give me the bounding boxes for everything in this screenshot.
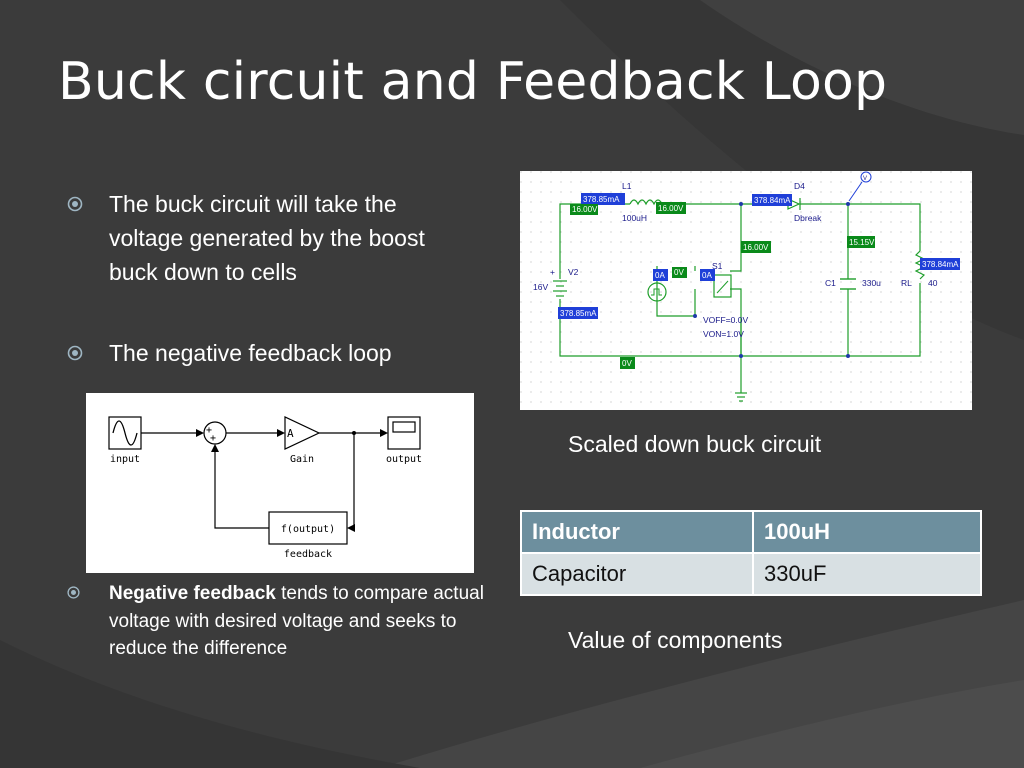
tag-source-current: 0A	[655, 271, 665, 280]
switch-von: VON=1.0V	[703, 329, 744, 339]
bullet-circle-icon	[67, 586, 80, 599]
tag-voltage-node: 16.00V	[743, 243, 769, 252]
bullet-text: The negative feedback loop	[109, 340, 392, 366]
l1-label: L1	[622, 181, 632, 191]
output-label: output	[386, 454, 422, 465]
rl-value: 40	[928, 278, 938, 288]
buck-circuit-schematic: L1 100uH D4 Dbreak V2 16V + S1 VOFF=0.0V…	[520, 171, 972, 410]
tag-voltage-left: 16.00V	[572, 205, 598, 214]
tag-current-rl: 378.84mA	[922, 260, 959, 269]
v2-label: V2	[568, 267, 579, 277]
switch-voff: VOFF=0.0V	[703, 315, 748, 325]
table-cell: 330uF	[752, 552, 982, 596]
tag-voltage-out: 15.15V	[849, 238, 875, 247]
gain-label: Gain	[290, 454, 314, 465]
bullet-circle-icon	[67, 196, 83, 212]
input-label: input	[110, 454, 140, 465]
feedback-label: feedback	[284, 549, 332, 560]
svg-text:+: +	[210, 433, 216, 444]
bullet-rest: tends to compare actual voltage with des…	[109, 583, 484, 659]
tag-current-top-left: 378.85mA	[583, 195, 620, 204]
function-label: f(output)	[281, 524, 335, 535]
bullet-circle-icon	[67, 345, 83, 361]
circuit-caption: Scaled down buck circuit	[568, 431, 822, 457]
table-caption: Value of components	[568, 627, 783, 653]
d4-model: Dbreak	[794, 213, 822, 223]
tag-current-diode: 378.84mA	[754, 196, 791, 205]
components-table: Inductor 100uH Capacitor 330uF	[520, 510, 982, 596]
gain-symbol: A	[287, 427, 294, 440]
slide-title: Buck circuit and Feedback Loop	[58, 52, 888, 112]
table-header-cell: Inductor	[520, 510, 754, 554]
tag-ground-voltage: 0V	[622, 359, 632, 368]
table-row: Capacitor 330uF	[520, 552, 982, 596]
bullet-bold-term: Negative feedback	[109, 583, 276, 604]
table-header-cell: 100uH	[752, 510, 982, 554]
rl-label: RL	[901, 278, 912, 288]
bullet-text: The buck circuit will take the voltage g…	[109, 191, 425, 285]
tag-source-voltage: 0V	[674, 268, 684, 277]
bullet-buck-circuit: The buck circuit will take the voltage g…	[66, 187, 466, 289]
v2-value: 16V	[533, 282, 548, 292]
bullet-negative-feedback: Negative feedback tends to compare actua…	[66, 580, 486, 663]
l1-value: 100uH	[622, 213, 647, 223]
voltage-probe-icon: V	[863, 176, 867, 182]
sum-plus-sign: +	[206, 425, 212, 436]
tag-current-v2: 378.85mA	[560, 309, 597, 318]
tag-voltage-l1: 16.00V	[658, 204, 684, 213]
table-cell: Capacitor	[520, 552, 754, 596]
v2-plus-sign: +	[550, 267, 555, 277]
feedback-diagram: + + A input Gain output f(output) feedba…	[86, 393, 474, 573]
bullet-text: Negative feedback tends to compare actua…	[109, 580, 486, 663]
c1-label: C1	[825, 278, 836, 288]
d4-label: D4	[794, 181, 805, 191]
s1-label: S1	[712, 261, 723, 271]
tag-switch-current: 0A	[702, 271, 712, 280]
c1-value: 330u	[862, 278, 881, 288]
table-header-row: Inductor 100uH	[520, 510, 982, 554]
bullet-feedback-loop: The negative feedback loop	[66, 336, 466, 370]
